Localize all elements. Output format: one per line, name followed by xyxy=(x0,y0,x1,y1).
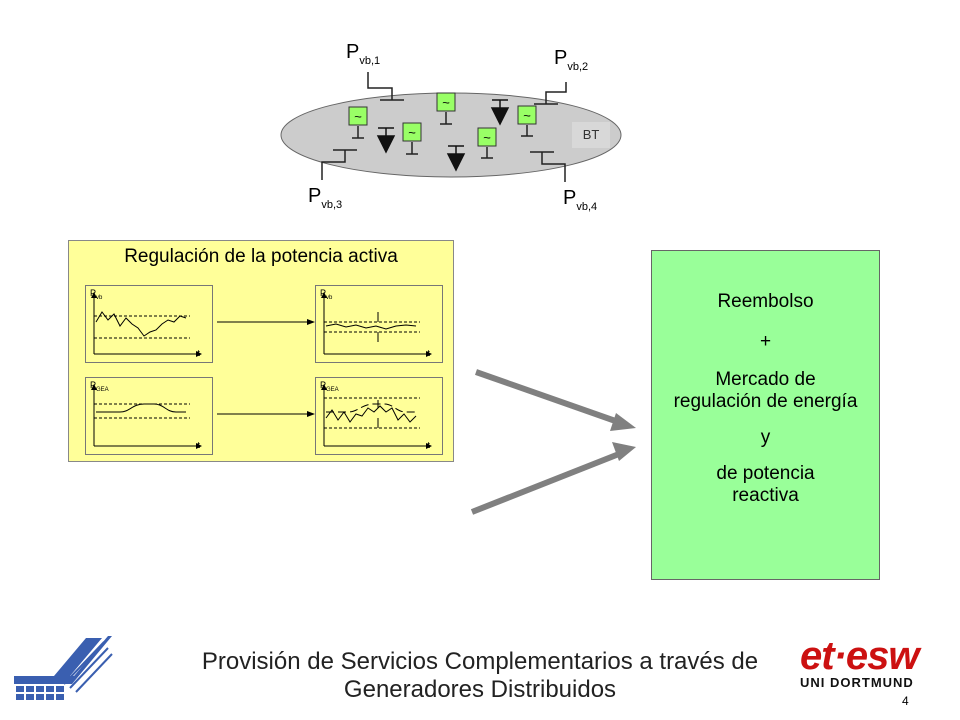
slide-title-line2: Generadores Distribuidos xyxy=(343,676,617,703)
load-arrow-icon xyxy=(446,145,466,172)
chart-pvb-before: Pvb t xyxy=(85,285,213,363)
chart-pgea-after: PGEA t xyxy=(315,377,443,455)
load-arrow-icon xyxy=(376,127,396,154)
compensation-line-reactive: de potencia reactiva xyxy=(716,463,815,506)
flow-arrow-top xyxy=(217,319,315,325)
svg-text:~: ~ xyxy=(442,95,450,110)
svg-text:~: ~ xyxy=(408,125,416,140)
compensation-box: Reembolso + Mercado de regulación de ene… xyxy=(651,250,880,580)
label-p-vb2: Pvb,2 xyxy=(554,47,589,73)
slide-title-line1: Provisión de Servicios Complementarios a… xyxy=(201,648,759,675)
compensation-line-plus: + xyxy=(759,331,772,352)
chart-pvb-before-plot xyxy=(91,292,202,357)
connection-vb1-line xyxy=(367,72,393,100)
generator-symbol: ~ xyxy=(354,109,362,124)
generator-icon: ~ xyxy=(348,106,368,126)
compensation-line-y: y xyxy=(760,427,771,448)
slide-title: Provisión de Servicios Complementarios a… xyxy=(120,648,840,704)
generator-icon: ~ xyxy=(477,127,497,147)
svg-text:~: ~ xyxy=(483,130,491,145)
university-logo-icon xyxy=(14,636,113,700)
chart-pgea-before-plot xyxy=(91,384,202,449)
chart-pgea-before: PGEA t xyxy=(85,377,213,455)
etesw-logo-main: et·esw xyxy=(800,634,920,678)
generator-icon: ~ xyxy=(436,92,456,112)
arrow-from-below xyxy=(470,449,626,515)
chart-pvb-after-plot xyxy=(321,292,432,357)
label-p-vb1: Pvb,1 xyxy=(346,41,381,67)
connection-vb2-line xyxy=(545,82,567,104)
etesw-logo: et·esw UNI DORTMUND xyxy=(800,636,940,690)
compensation-line-reembolso: Reembolso xyxy=(717,291,814,312)
regulation-panel: Regulación de la potencia activa Pvb t P… xyxy=(68,240,454,462)
label-p-vb4: Pvb,4 xyxy=(563,187,598,213)
flow-arrow-bottom xyxy=(217,411,315,417)
arrow-from-regulation xyxy=(475,369,625,427)
label-p-vb3: Pvb,3 xyxy=(308,185,343,211)
page-number: 4 xyxy=(902,694,909,708)
generator-icon: ~ xyxy=(517,105,537,125)
regulation-panel-title: Regulación de la potencia activa xyxy=(124,246,398,267)
chart-pvb-after: Pvb t xyxy=(315,285,443,363)
generator-icon: ~ xyxy=(402,122,422,142)
connection-vb4-line xyxy=(541,152,566,182)
bt-label: BT xyxy=(572,122,610,148)
network-diagram: ~ ~ ~ ~ ~ xyxy=(280,72,622,182)
chart-pgea-after-plot xyxy=(321,384,432,449)
connection-vb3-line xyxy=(321,150,346,180)
svg-text:~: ~ xyxy=(523,108,531,123)
load-arrow-icon xyxy=(490,99,510,126)
compensation-line-market: Mercado de regulación de energía xyxy=(673,369,858,412)
etesw-logo-sub: UNI DORTMUND xyxy=(800,675,914,690)
